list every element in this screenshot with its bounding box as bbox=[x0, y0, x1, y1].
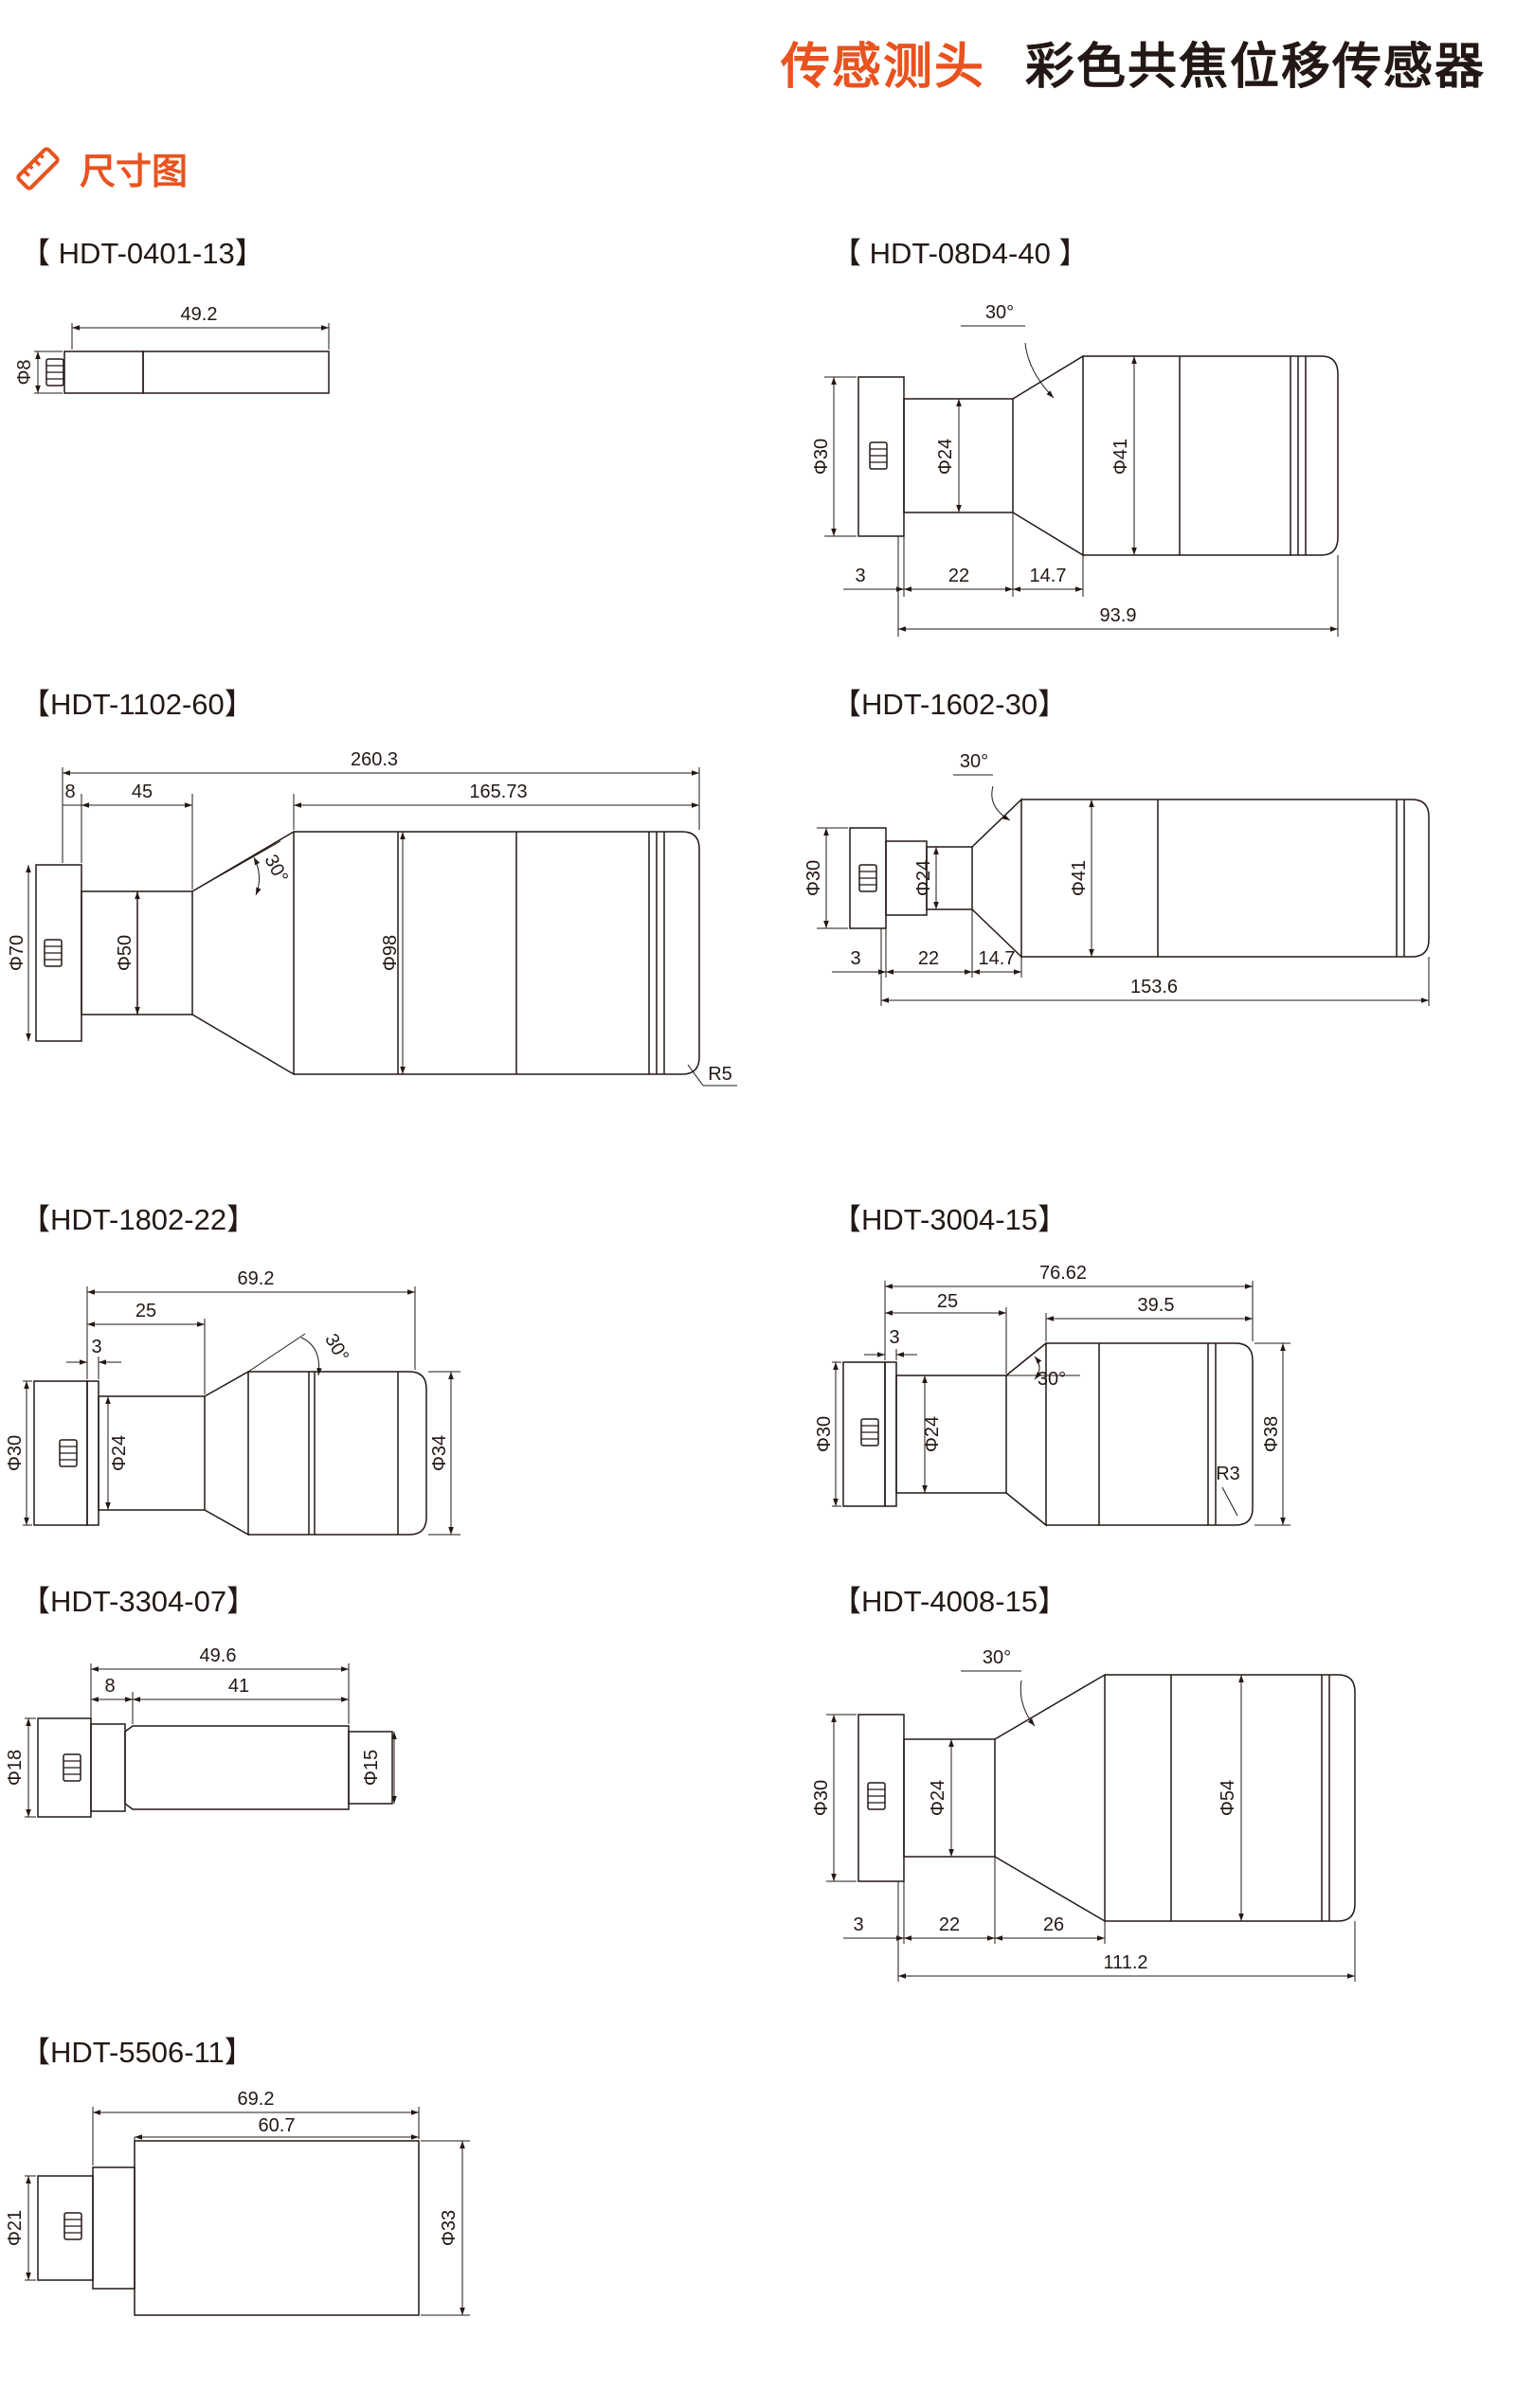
model-label-hdt-1102-60: 【HDT-1102-60】 bbox=[21, 688, 254, 721]
ruler-icon bbox=[16, 146, 60, 190]
dim-5506-l1: 60.7 bbox=[259, 2115, 296, 2136]
model-label-hdt-3004-15: 【HDT-3004-15】 bbox=[832, 1203, 1068, 1236]
model-label-hdt-3304-07: 【HDT-3304-07】 bbox=[21, 1585, 257, 1618]
drawing-hdt-1602-30 bbox=[817, 774, 1430, 1006]
dim-1102-d2: Φ50 bbox=[115, 935, 135, 971]
dim-1602-angle: 30° bbox=[960, 751, 988, 772]
dimension-labels: 49.2 Φ8 30° Φ30 Φ24 Φ41 3 22 14.7 93.9 2… bbox=[5, 302, 1282, 2246]
dim-4008-l3: 26 bbox=[1043, 1914, 1064, 1935]
dim-3004-d2: Φ24 bbox=[922, 1416, 943, 1452]
drawing-hdt-0401-13 bbox=[34, 323, 330, 394]
model-label-hdt-4008-15: 【HDT-4008-15】 bbox=[832, 1585, 1068, 1618]
dim-3304-d1: Φ18 bbox=[5, 1750, 26, 1786]
dim-1602-d3: Φ41 bbox=[1069, 860, 1090, 896]
dim-08d4-total: 93.9 bbox=[1100, 605, 1137, 626]
dim-1102-d1: Φ70 bbox=[7, 935, 27, 971]
dim-5506-total: 69.2 bbox=[238, 2089, 275, 2110]
dim-1602-l1: 3 bbox=[850, 948, 860, 969]
header-product: 彩色共焦位移传感器 bbox=[1024, 40, 1486, 95]
dim-1102-d3: Φ98 bbox=[380, 935, 401, 971]
dim-3004-r: R3 bbox=[1216, 1464, 1240, 1484]
drawing-hdt-5506-11 bbox=[25, 2107, 470, 2316]
dim-1802-l1: 3 bbox=[91, 1337, 101, 1357]
dim-1602-l3: 14.7 bbox=[979, 948, 1016, 969]
dim-1802-d2: Φ24 bbox=[109, 1435, 130, 1471]
drawing-hdt-4008-15 bbox=[826, 1670, 1356, 1982]
dim-1102-l1: 8 bbox=[64, 782, 75, 802]
dim-3304-l1: 8 bbox=[104, 1676, 115, 1697]
dim-08d4-d3: Φ41 bbox=[1110, 439, 1131, 475]
drawing-hdt-3004-15 bbox=[832, 1281, 1290, 1527]
dim-4008-l2: 22 bbox=[939, 1914, 960, 1935]
dim-1102-angle: 30° bbox=[260, 852, 292, 887]
dim-1102-total: 260.3 bbox=[351, 749, 398, 770]
dim-3004-d1: Φ30 bbox=[814, 1416, 835, 1452]
drawing-hdt-1802-22 bbox=[23, 1286, 460, 1536]
dim-0401-length: 49.2 bbox=[181, 304, 218, 325]
dim-1802-angle: 30° bbox=[320, 1330, 352, 1365]
dim-1102-l2: 45 bbox=[132, 782, 153, 802]
dim-3004-l2: 25 bbox=[937, 1291, 958, 1312]
dim-4008-d1: Φ30 bbox=[811, 1780, 832, 1816]
drawing-hdt-08d4-40 bbox=[824, 325, 1339, 637]
model-label-hdt-08d4-40: 【 HDT-08D4-40 】 bbox=[832, 237, 1089, 270]
dim-1602-d2: Φ24 bbox=[913, 860, 934, 896]
dim-5506-d1: Φ21 bbox=[5, 2210, 26, 2246]
model-label-hdt-0401-13: 【 HDT-0401-13】 bbox=[21, 237, 264, 270]
model-label-hdt-5506-11: 【HDT-5506-11】 bbox=[21, 2036, 254, 2069]
dim-1802-l2: 25 bbox=[135, 1301, 156, 1321]
dim-08d4-angle: 30° bbox=[985, 302, 1014, 323]
section-label: 尺寸图 bbox=[80, 153, 189, 192]
dim-4008-angle: 30° bbox=[983, 1647, 1011, 1668]
model-label-hdt-1602-30: 【HDT-1602-30】 bbox=[832, 688, 1068, 721]
dim-08d4-l2: 22 bbox=[948, 566, 969, 586]
dim-08d4-l3: 14.7 bbox=[1030, 566, 1067, 586]
dim-3304-l2: 41 bbox=[228, 1676, 249, 1697]
dim-1802-d1: Φ30 bbox=[5, 1435, 26, 1471]
dim-1602-total: 153.6 bbox=[1130, 977, 1178, 997]
dim-4008-total: 111.2 bbox=[1103, 1952, 1147, 1973]
section-title: 尺寸图 bbox=[13, 142, 188, 194]
dim-3004-l1: 3 bbox=[889, 1327, 899, 1348]
dim-3004-angle: 30° bbox=[1038, 1369, 1066, 1390]
page-header: 传感测头彩色共焦位移传感器 bbox=[781, 27, 1486, 98]
dim-3304-d2: Φ15 bbox=[361, 1750, 382, 1786]
dim-1602-d1: Φ30 bbox=[803, 860, 824, 896]
drawing-hdt-3304-07 bbox=[25, 1663, 397, 1818]
dim-3304-total: 49.6 bbox=[200, 1645, 237, 1666]
model-label-hdt-1802-22: 【HDT-1802-22】 bbox=[21, 1203, 257, 1236]
dim-4008-d2: Φ24 bbox=[928, 1780, 948, 1816]
dim-1102-l3: 165.73 bbox=[469, 782, 527, 802]
dim-0401-dia: Φ8 bbox=[14, 359, 35, 385]
dim-08d4-d1: Φ30 bbox=[811, 439, 832, 475]
dim-1802-d3: Φ34 bbox=[429, 1435, 450, 1471]
dim-1602-l2: 22 bbox=[918, 948, 939, 969]
drawing-hdt-1102-60 bbox=[26, 767, 737, 1087]
dim-08d4-d2: Φ24 bbox=[935, 439, 956, 475]
dim-4008-l1: 3 bbox=[853, 1914, 863, 1935]
dim-1802-total: 69.2 bbox=[238, 1268, 275, 1289]
dim-4008-d3: Φ54 bbox=[1218, 1780, 1238, 1816]
dim-3004-d3: Φ38 bbox=[1261, 1416, 1282, 1452]
dim-5506-d2: Φ33 bbox=[439, 2210, 460, 2246]
header-category: 传感测头 bbox=[780, 40, 985, 95]
dim-3004-total: 76.62 bbox=[1039, 1263, 1087, 1284]
dim-1102-r: R5 bbox=[708, 1064, 732, 1085]
dim-08d4-l1: 3 bbox=[855, 566, 865, 586]
dim-3004-l3: 39.5 bbox=[1138, 1295, 1175, 1316]
